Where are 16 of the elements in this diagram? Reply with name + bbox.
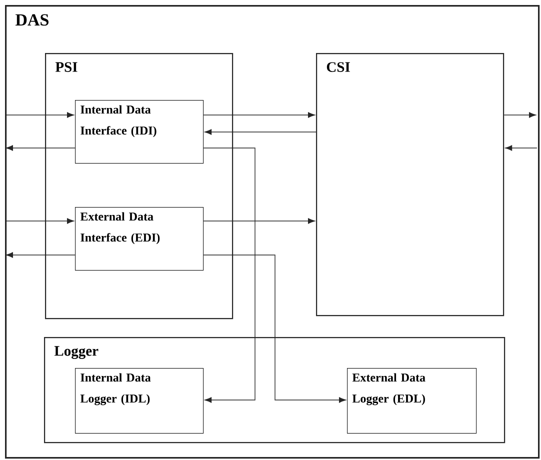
arrow — [505, 145, 538, 151]
module-box: External Data Logger (EDL) — [347, 368, 477, 434]
arrow — [504, 112, 536, 118]
arrow — [203, 254, 346, 403]
module-box: Internal Data Interface (IDI) — [75, 100, 204, 164]
arrow — [6, 145, 76, 151]
arrow — [204, 129, 316, 135]
arrow — [203, 148, 256, 403]
arrow — [203, 218, 315, 224]
arrow — [6, 252, 76, 258]
arrow — [203, 112, 315, 118]
arrow — [4, 218, 74, 224]
module-box: External Data Interface (EDI) — [75, 207, 204, 271]
module-box: Internal Data Logger (IDL) — [75, 368, 204, 434]
group-box: CSI — [316, 53, 504, 316]
arrow — [4, 112, 74, 118]
